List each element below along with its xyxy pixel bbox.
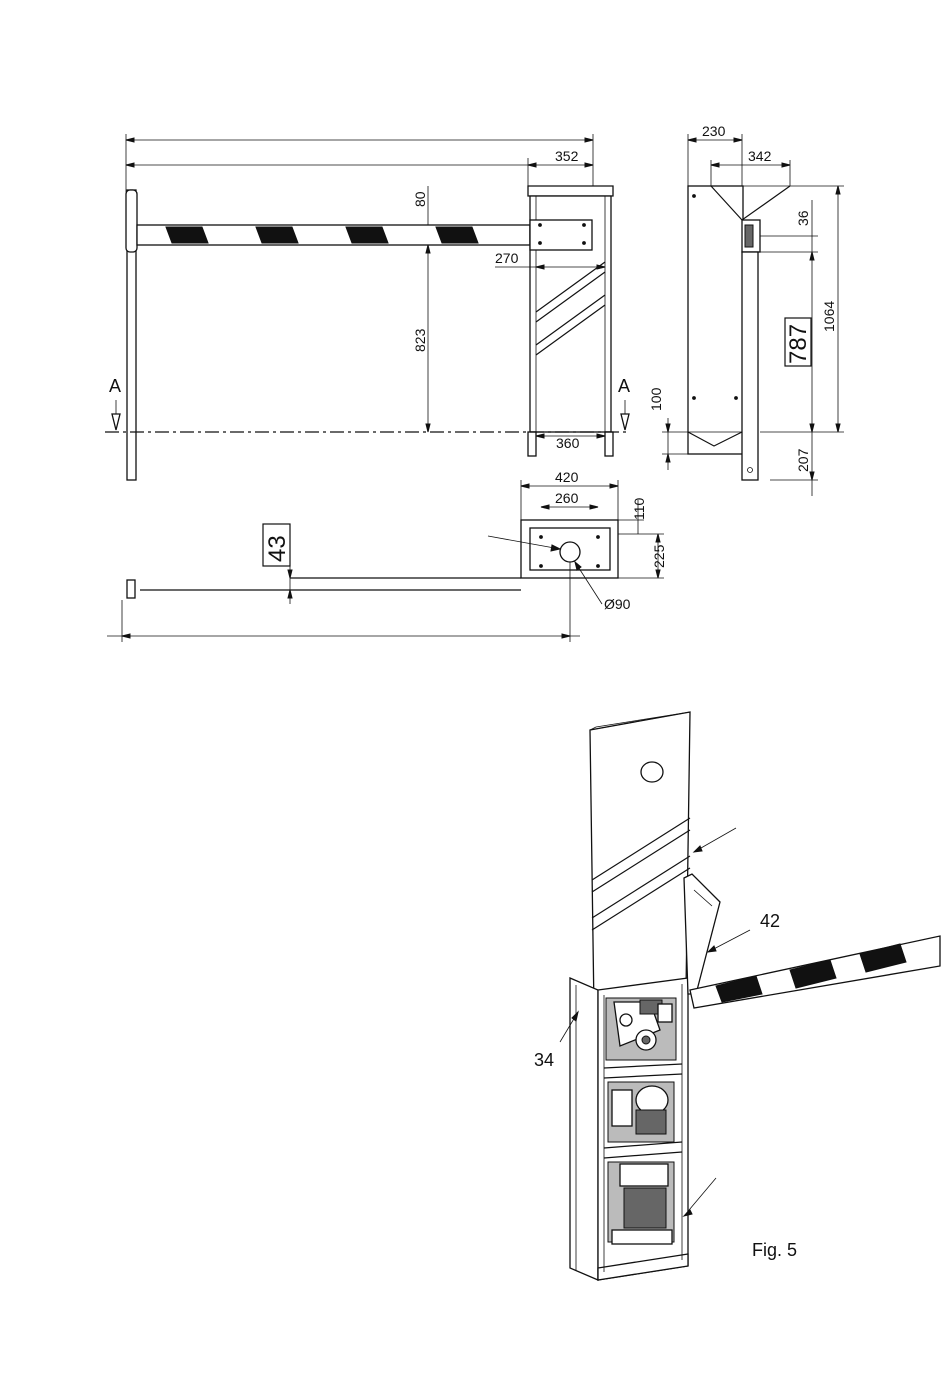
dim-207: 207 bbox=[795, 448, 811, 472]
dim-360: 360 bbox=[556, 435, 580, 451]
beam-end-cap bbox=[126, 190, 137, 252]
dim-352: 352 bbox=[555, 148, 579, 164]
dim-80: 80 bbox=[412, 191, 428, 207]
housing-side bbox=[688, 186, 743, 454]
callout-34: 34 bbox=[534, 1050, 554, 1070]
dim-270: 270 bbox=[495, 250, 519, 266]
front-view: 352 80 823 bbox=[105, 134, 630, 480]
dim-260: 260 bbox=[555, 490, 579, 506]
dim-1064: 1064 bbox=[821, 301, 837, 332]
callout-42: 42 bbox=[760, 911, 780, 931]
dim-225: 225 bbox=[651, 544, 667, 568]
dim-230: 230 bbox=[702, 123, 726, 139]
section-mark-right: A bbox=[618, 376, 630, 396]
cover-hole bbox=[641, 762, 663, 782]
housing-side-panel bbox=[570, 978, 598, 1280]
dim-342: 342 bbox=[748, 148, 772, 164]
cable-hole bbox=[560, 542, 580, 562]
dim-787: 787 bbox=[785, 324, 812, 364]
top-view: 420 260 110 225 Ø90 bbox=[107, 469, 667, 642]
dim-36: 36 bbox=[795, 210, 811, 226]
housing-top bbox=[528, 186, 613, 196]
section-mark-left: A bbox=[109, 376, 121, 396]
beam-stub bbox=[742, 252, 758, 480]
figure-label: Fig. 5 bbox=[752, 1240, 797, 1260]
dim-diameter-90: Ø90 bbox=[604, 596, 631, 612]
isometric-view: 42 34 bbox=[534, 712, 940, 1280]
dim-110: 110 bbox=[631, 497, 647, 520]
dim-823: 823 bbox=[412, 328, 428, 352]
dim-43: 43 bbox=[264, 535, 291, 562]
side-view: 230 342 100 36 bbox=[648, 123, 844, 496]
dim-100: 100 bbox=[648, 387, 664, 411]
pivot-arm bbox=[684, 874, 720, 994]
dim-420: 420 bbox=[555, 469, 579, 485]
